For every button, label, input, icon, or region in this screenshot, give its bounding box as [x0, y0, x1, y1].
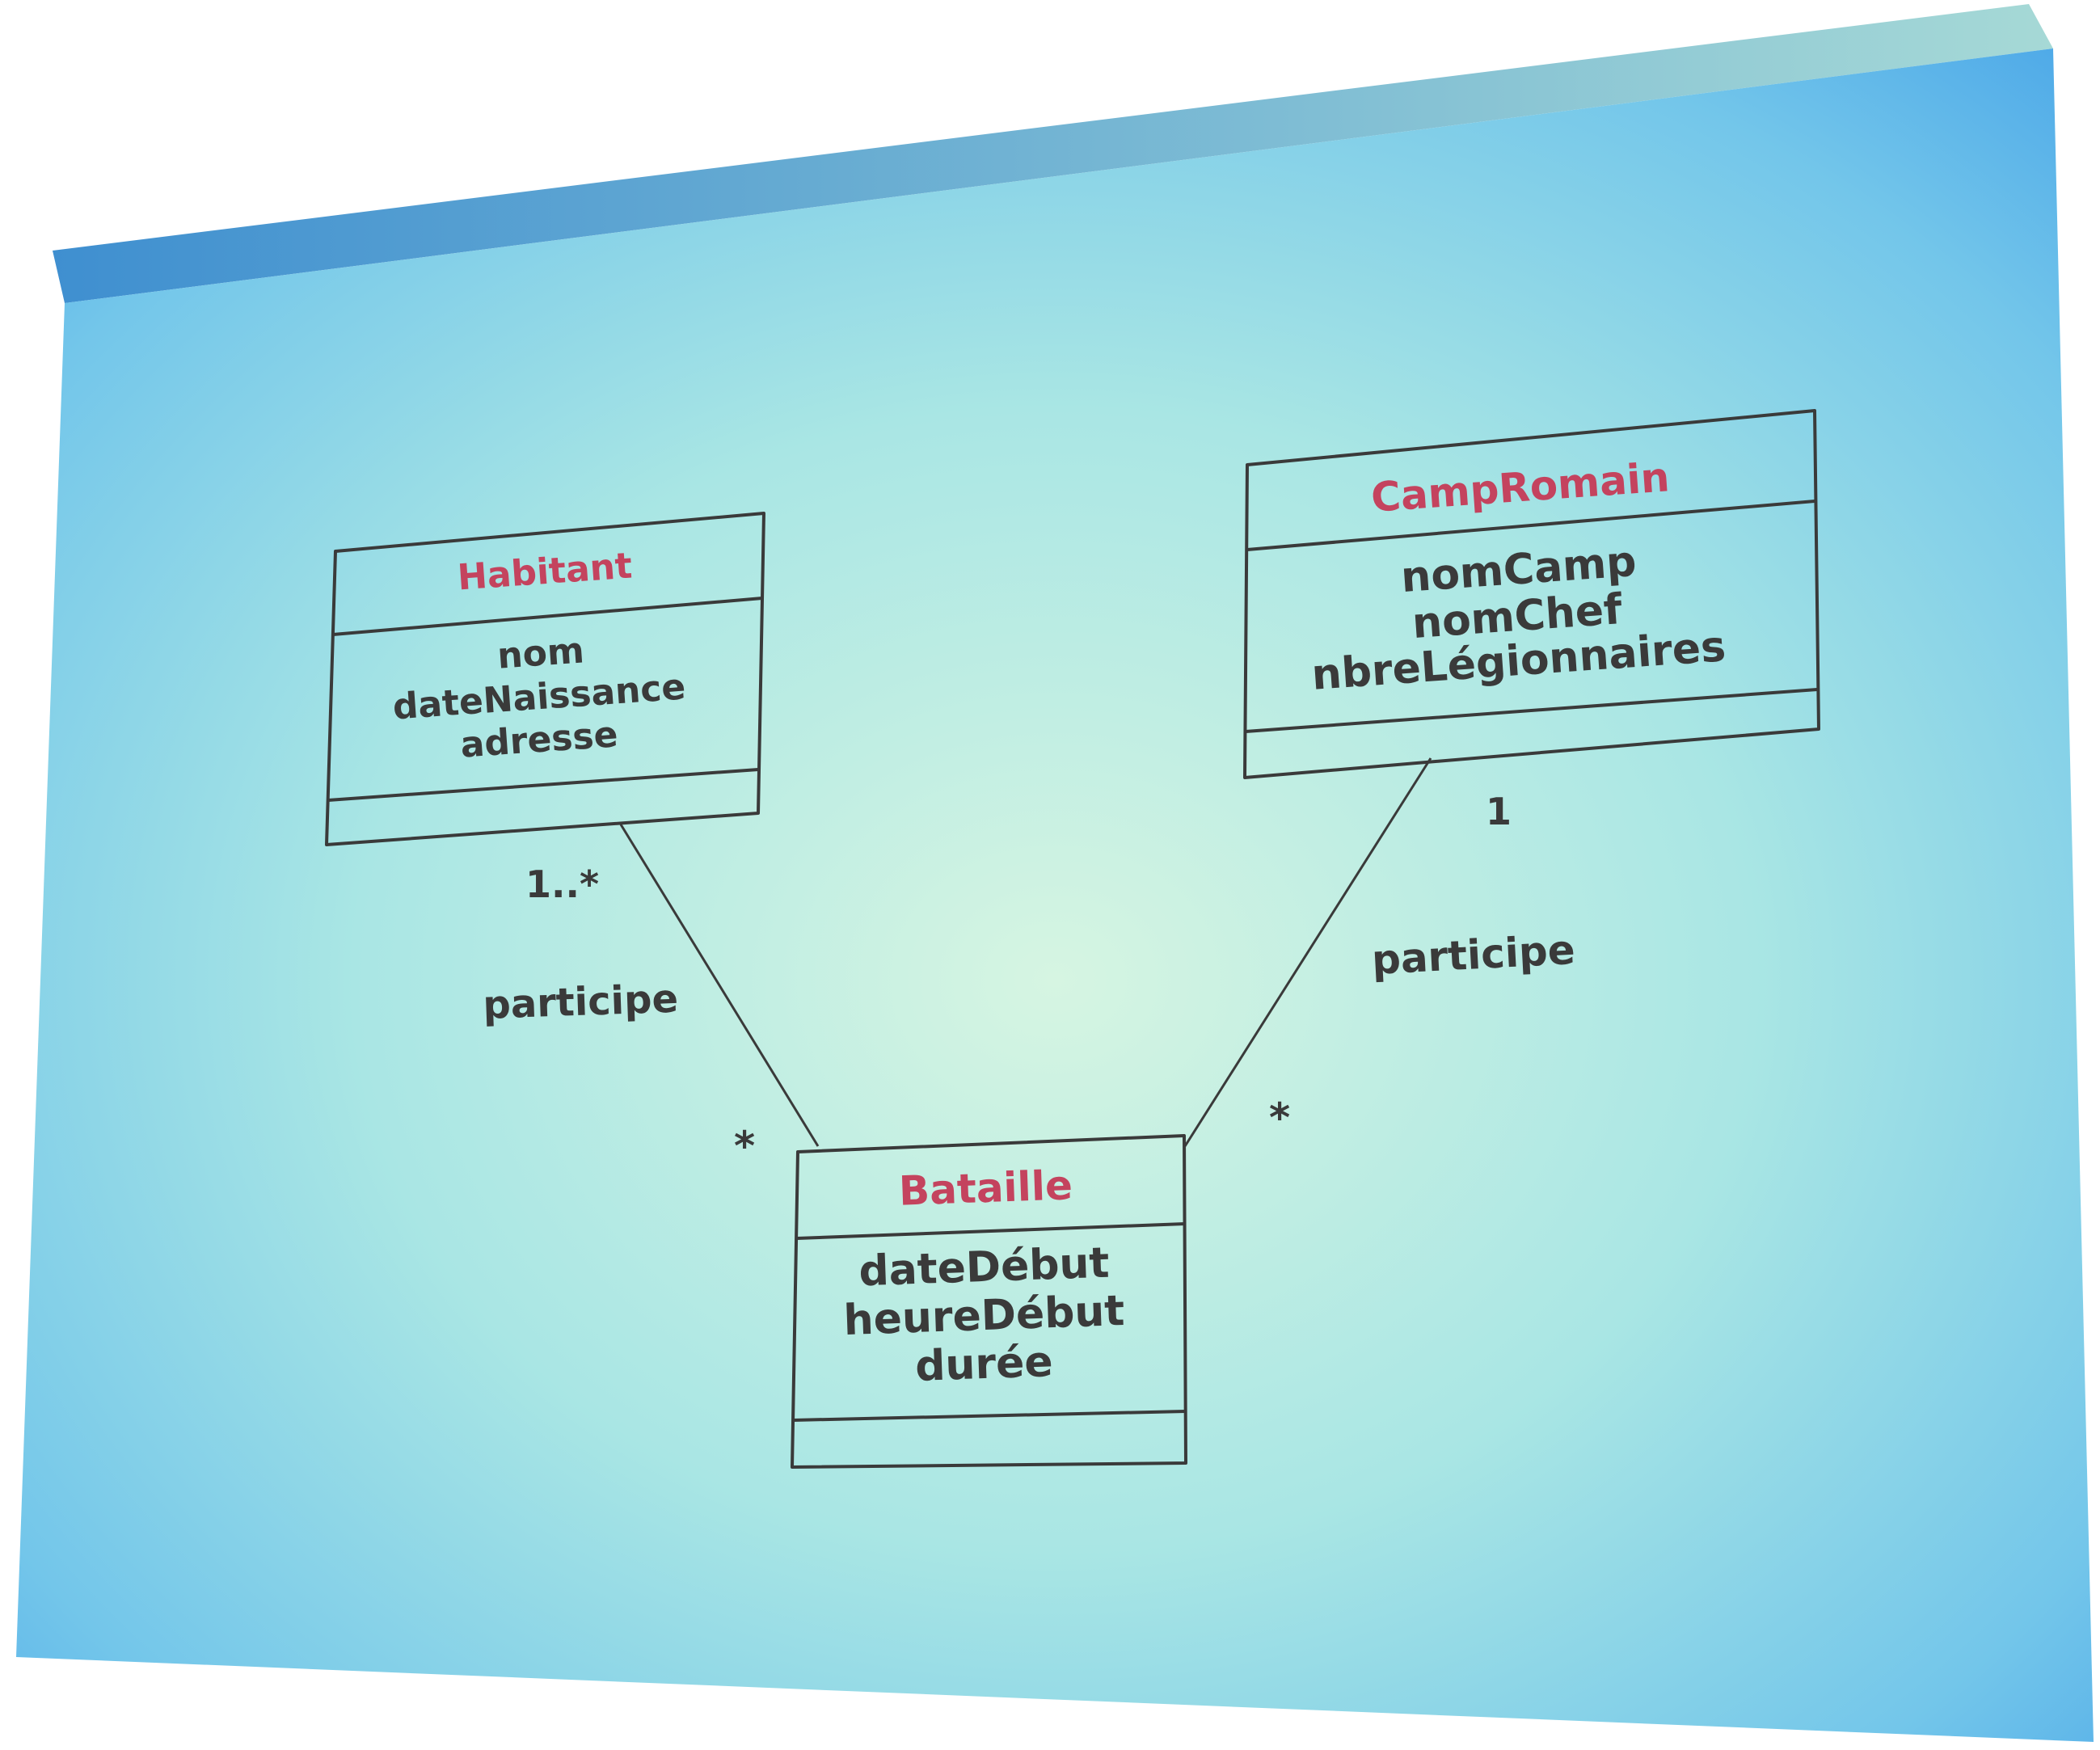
class-bataille-attr-separator: [792, 1410, 1187, 1422]
screen-top-edge: [53, 4, 2053, 303]
association-line-left: [619, 824, 820, 1147]
class-bataille-attr-1: dateDébut: [858, 1239, 1110, 1297]
association-line-right: [1183, 757, 1432, 1147]
class-habitant-box: [325, 512, 765, 846]
class-habitant: Habitant nom dateNaissance adresse: [325, 512, 765, 846]
class-bataille-attr-3: durée: [914, 1338, 1053, 1391]
multiplicity-bataille-left: *: [734, 1123, 755, 1170]
class-bataille-name: Bataille: [898, 1162, 1073, 1214]
class-habitant-attr-separator: [327, 768, 759, 802]
multiplicity-bataille-right: *: [1269, 1094, 1290, 1141]
association-label-left: participe: [482, 976, 678, 1028]
class-bataille-attr-2: heureDébut: [843, 1287, 1126, 1345]
multiplicity-camp: 1: [1486, 790, 1512, 833]
class-camp-romain-attr-separator: [1245, 688, 1818, 733]
projection-screen: [16, 48, 2094, 1742]
class-bataille-name-separator: [796, 1222, 1186, 1240]
class-bataille: Bataille dateDébut heureDébut durée: [791, 1134, 1187, 1469]
class-habitant-attr-1: nom: [496, 630, 586, 677]
class-bataille-box: [791, 1134, 1187, 1469]
multiplicity-habitant: 1..*: [525, 862, 599, 906]
class-camp-romain-name-separator: [1246, 500, 1815, 551]
class-camp-romain-box: [1243, 409, 1820, 779]
association-label-right: participe: [1371, 926, 1576, 984]
class-habitant-name-separator: [332, 597, 763, 636]
